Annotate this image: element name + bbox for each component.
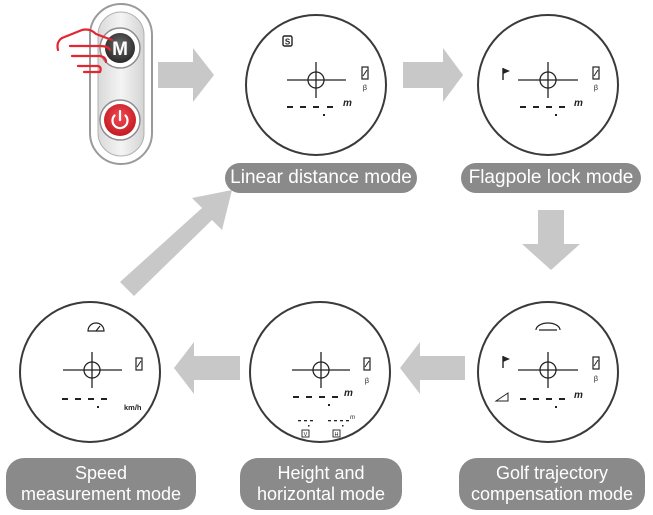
slope-arc-icon: [535, 322, 561, 331]
flag-icon: [502, 68, 510, 80]
crosshair-icon: [292, 352, 350, 388]
horizontal-indicator-label: H: [335, 432, 339, 438]
slope-triangle-icon: [494, 392, 509, 402]
small-readout-dashes: [298, 420, 349, 427]
battery-icon: [592, 66, 600, 80]
screen-speed-measurement: km/h: [19, 301, 161, 443]
power-button[interactable]: [99, 99, 141, 141]
speedometer-icon: [87, 322, 105, 332]
arrow-height-to-speed: [174, 342, 240, 394]
distance-unit: m: [344, 388, 353, 399]
vertical-indicator-label: V: [304, 432, 308, 438]
label-flagpole-lock-mode: Flagpole lock mode: [461, 163, 641, 193]
speed-unit: km/h: [124, 403, 142, 412]
signal-icon: ꞵ: [363, 84, 367, 93]
label-linear-distance-mode: Linear distance mode: [225, 163, 417, 193]
battery-icon: [592, 356, 600, 370]
signal-icon: ꞵ: [365, 377, 369, 386]
label-speed-measurement-mode: Speed measurement mode: [6, 458, 196, 510]
crosshair-icon: [63, 352, 122, 388]
screen-height-horizontal: ꞵ m m V H: [249, 301, 391, 443]
arrow-speed-to-linear: [120, 190, 232, 296]
arrow-flagpole-to-golf: [522, 210, 580, 270]
arrow-linear-to-flagpole: [403, 48, 463, 102]
speed-dashes: [62, 398, 107, 408]
distance-dashes: [520, 106, 565, 116]
distance-unit: m: [574, 98, 583, 109]
distance-dashes: [287, 106, 333, 116]
small-unit: m: [350, 415, 355, 421]
crosshair-icon: [518, 352, 578, 388]
distance-dashes: [520, 398, 565, 408]
single-mode-icon: [282, 35, 293, 47]
single-mode-symbol: S: [285, 38, 291, 47]
arrows: [120, 48, 580, 394]
flag-icon: [502, 356, 510, 368]
vertical-indicator: [301, 429, 310, 438]
screen-linear-distance: S ꞵ m: [245, 14, 387, 156]
arrow-remote-to-linear: [158, 48, 214, 102]
battery-icon: [363, 357, 371, 371]
crosshair-icon: [287, 62, 346, 98]
label-golf-trajectory-mode: Golf trajectory compensation mode: [459, 458, 645, 510]
press-hand-icon: [56, 28, 114, 74]
signal-icon: ꞵ: [594, 375, 598, 384]
arrow-golf-to-height: [400, 342, 465, 394]
battery-icon: [361, 66, 369, 80]
screen-golf-trajectory: ꞵ m: [477, 301, 619, 443]
screen-flagpole-lock: ꞵ m: [477, 14, 619, 156]
crosshair-icon: [518, 62, 578, 98]
signal-icon: ꞵ: [594, 84, 598, 93]
device-control-panel: M: [56, 3, 153, 165]
mode-button-letter: M: [112, 39, 128, 60]
distance-unit: m: [574, 390, 583, 401]
horizontal-indicator: [332, 429, 341, 438]
label-height-horizontal-mode: Height and horizontal mode: [240, 458, 402, 510]
distance-dashes: [293, 396, 338, 406]
power-icon: [111, 109, 129, 130]
distance-unit: m: [343, 98, 352, 109]
battery-icon: [135, 357, 143, 371]
